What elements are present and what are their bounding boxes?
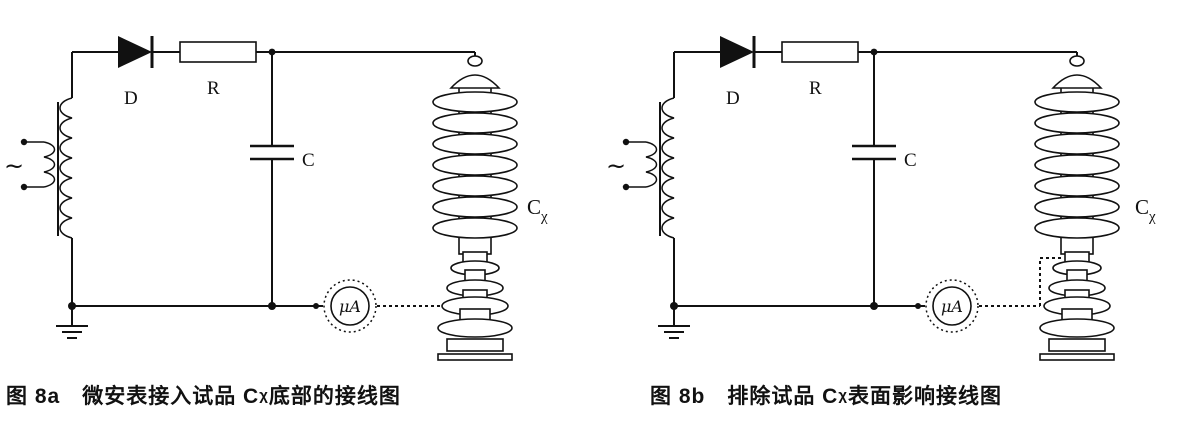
transformer bbox=[43, 97, 73, 239]
specimen-label: C bbox=[527, 195, 541, 219]
capacitor: C bbox=[852, 144, 917, 171]
microammeter: μA bbox=[323, 279, 377, 333]
figure-8a: ~ D R bbox=[0, 6, 602, 416]
diode: D bbox=[118, 36, 154, 109]
resistor: R bbox=[781, 41, 859, 99]
specimen-label-sub: χ bbox=[1148, 209, 1156, 225]
ground-symbol bbox=[56, 306, 88, 339]
capacitor-label: C bbox=[904, 150, 917, 171]
ac-source-symbol: ~ bbox=[4, 152, 24, 180]
figure-8b-caption-text: 排除试品 C bbox=[727, 385, 839, 408]
capacitor-label: C bbox=[302, 150, 315, 171]
junction-dots bbox=[670, 48, 921, 310]
figure-8b-caption-post: 表面影响接线图 bbox=[847, 385, 1002, 408]
diode: D bbox=[720, 36, 756, 109]
capacitor: C bbox=[250, 144, 315, 171]
specimen-label-sub: χ bbox=[540, 209, 548, 225]
wires bbox=[673, 51, 1078, 307]
circuit-diagram-8a: ~ D R bbox=[4, 36, 548, 361]
ac-source: ~ bbox=[4, 138, 44, 191]
ground-symbol bbox=[658, 306, 690, 339]
microammeter-label: μA bbox=[339, 297, 361, 316]
figure-8a-caption-text: 微安表接入试品 C bbox=[82, 385, 260, 408]
test-specimen: C χ bbox=[432, 55, 548, 361]
microammeter-label: μA bbox=[941, 297, 963, 316]
figure-8a-caption-post: 底部的接线图 bbox=[268, 385, 401, 408]
diode-label: D bbox=[726, 88, 740, 109]
transformer bbox=[645, 97, 675, 239]
figure-8b-number: 图 8b bbox=[650, 385, 706, 408]
circuit-diagram-8b: ~ D R bbox=[606, 36, 1156, 361]
junction-dots bbox=[68, 48, 319, 310]
ac-source-symbol: ~ bbox=[606, 152, 626, 180]
microammeter: μA bbox=[925, 279, 979, 333]
figure-8a-number: 图 8a bbox=[6, 385, 61, 408]
test-specimen: C χ bbox=[1034, 55, 1156, 361]
resistor: R bbox=[179, 41, 257, 99]
meter-guard-lead bbox=[979, 257, 1064, 307]
diode-label: D bbox=[124, 88, 138, 109]
ac-source: ~ bbox=[606, 138, 646, 191]
wires bbox=[71, 51, 476, 307]
specimen-label: C bbox=[1135, 195, 1149, 219]
figure-8b-caption-sub: χ bbox=[838, 386, 848, 404]
resistor-label: R bbox=[207, 78, 220, 99]
figure-8b: ~ D R bbox=[602, 6, 1204, 416]
resistor-label: R bbox=[809, 78, 822, 99]
page: ~ D R bbox=[0, 6, 1204, 416]
figure-8a-caption-sub: χ bbox=[259, 386, 269, 404]
